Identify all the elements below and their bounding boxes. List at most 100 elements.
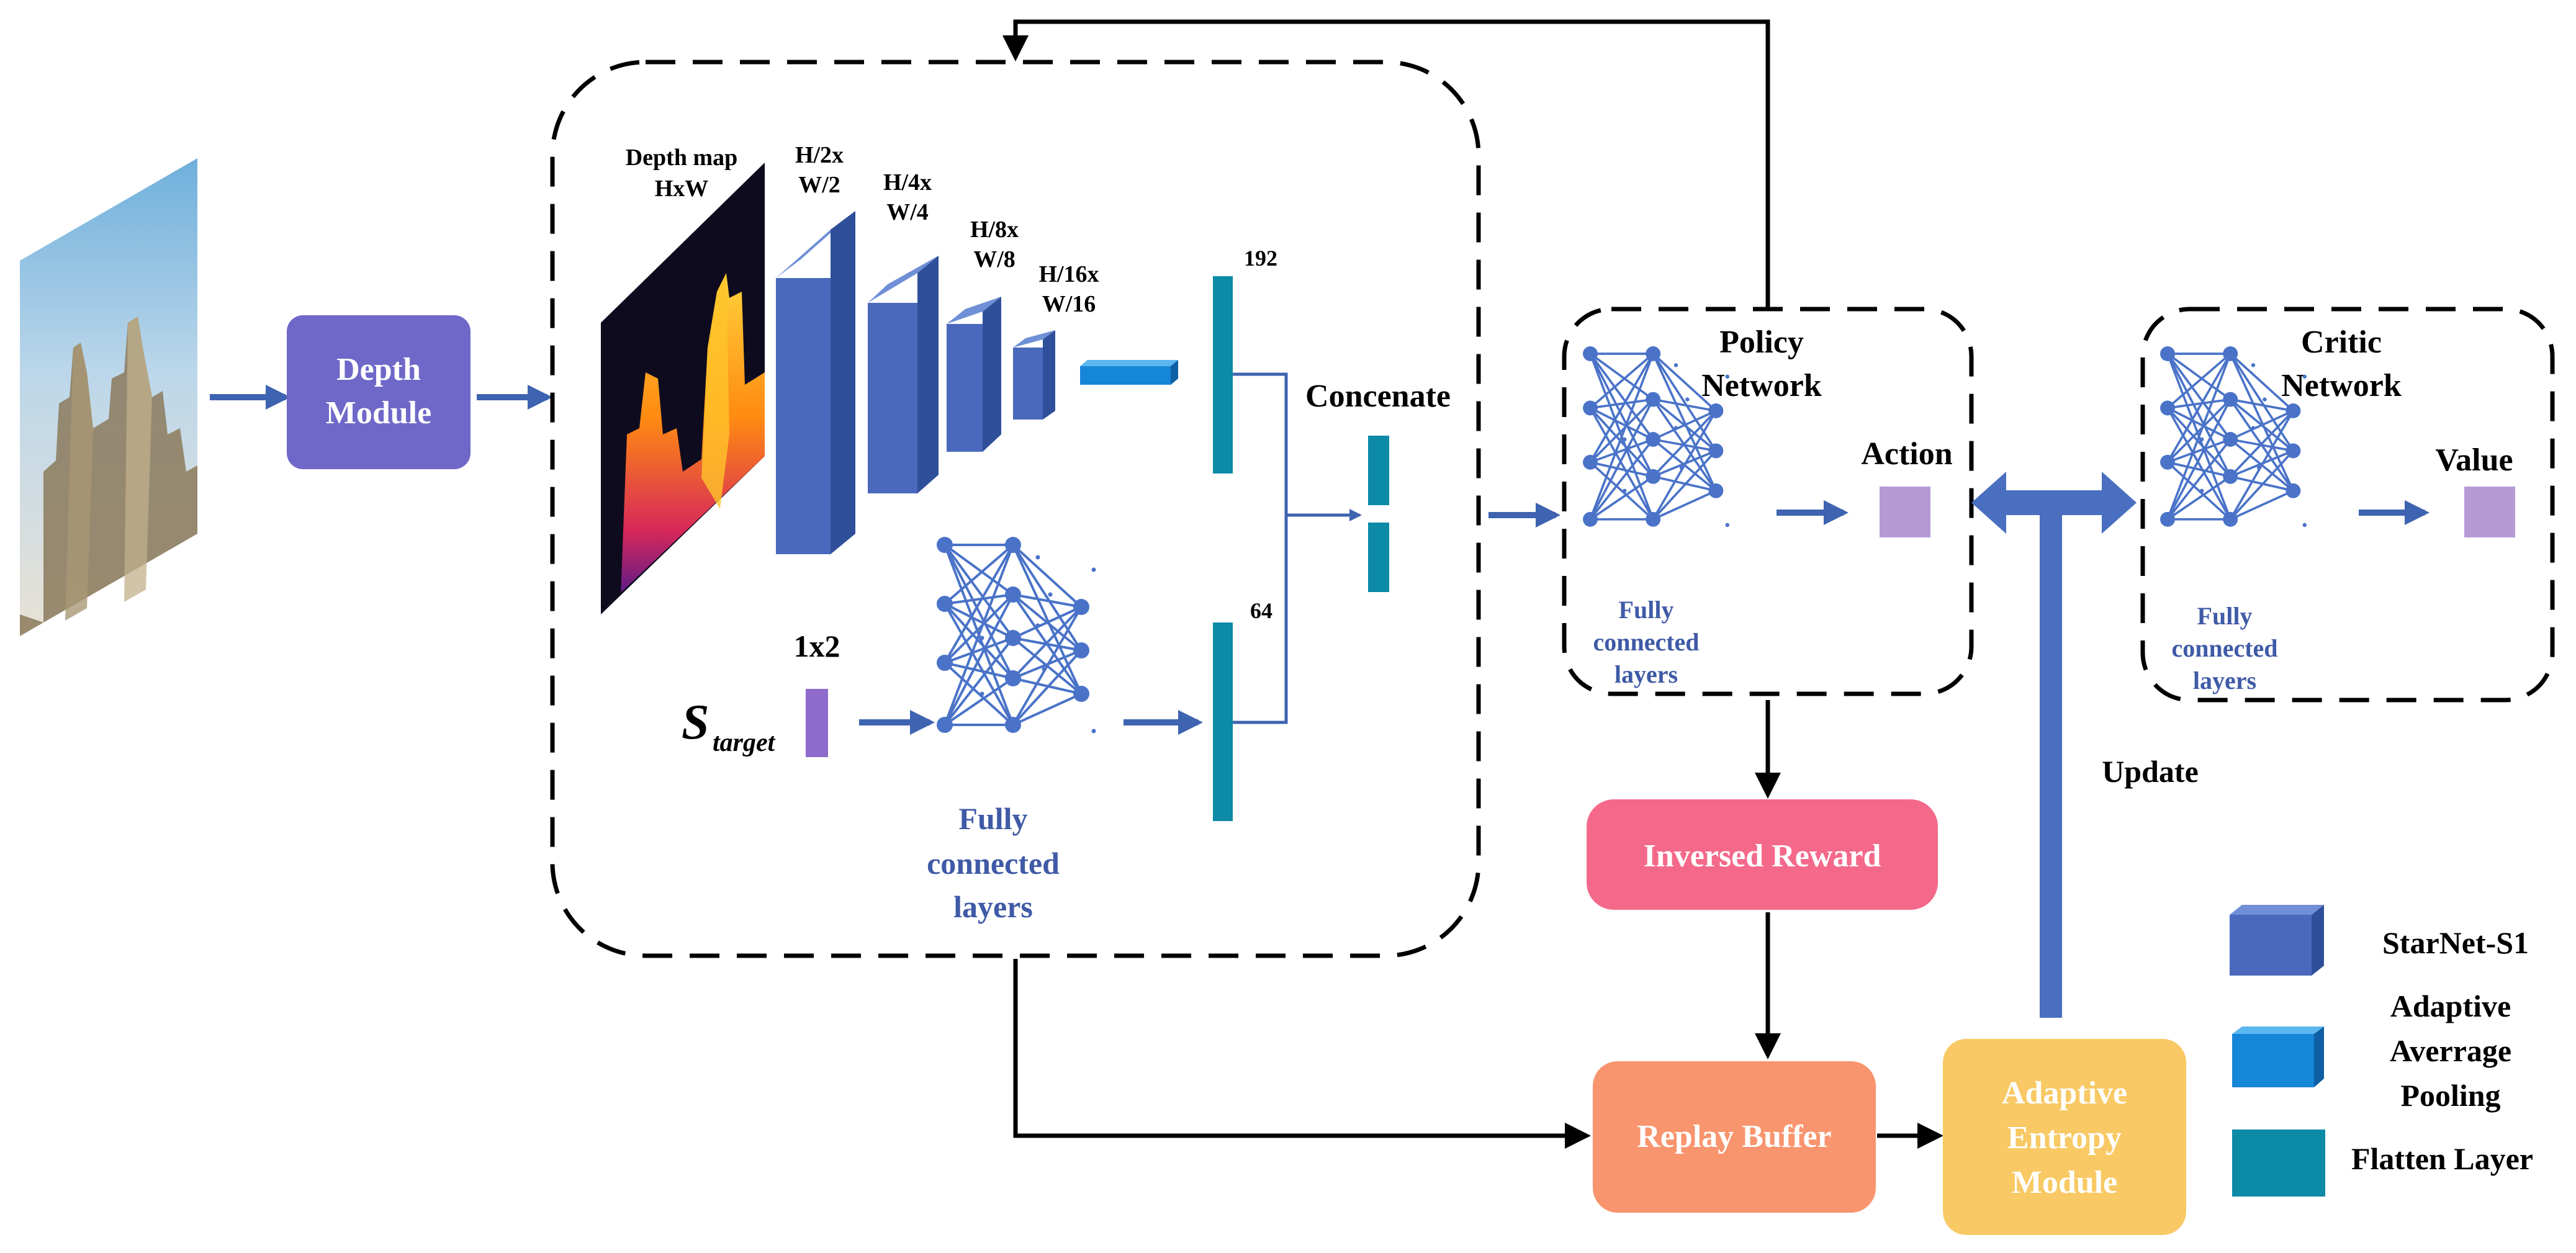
legend-flatten-label: Flatten Layer [2351, 1141, 2533, 1176]
nn-edge [1652, 410, 1717, 478]
nn-dot [2302, 374, 2307, 379]
replay-buffer-label: Replay Buffer [1637, 1119, 1831, 1154]
nn-node [1583, 346, 1598, 361]
policy-title-2: Network [1701, 368, 1822, 403]
depth-module-label-1: Depth [336, 352, 421, 387]
depth-map: Depth map HxW [601, 145, 765, 614]
entropy-label-3: Module [2012, 1165, 2117, 1200]
nn-node [2160, 454, 2175, 470]
flatten-top-dim: 192 [1244, 246, 1277, 271]
critic-title-2: Network [2281, 368, 2402, 403]
legend-starnet-label: StarNet-S1 [2382, 925, 2529, 960]
nn-node [1005, 630, 1021, 646]
nn-edge [1012, 544, 1083, 694]
stage-1-label-2: W/2 [798, 172, 840, 198]
nn-dot [1679, 465, 1684, 470]
nn-edge [943, 637, 1014, 726]
nn-dot [980, 691, 984, 696]
nn-dot [980, 635, 984, 640]
nn-edge [1589, 353, 1654, 409]
nn-node [1005, 670, 1021, 686]
nn-node [2223, 346, 2238, 361]
nn-node [2223, 511, 2238, 527]
nn-edge [2166, 407, 2231, 478]
nn-dot [2199, 437, 2204, 442]
nn-edge [2167, 438, 2231, 464]
nn-edge [1012, 544, 1083, 652]
nn-dot [2263, 397, 2267, 402]
nn-dot [2251, 363, 2256, 367]
encoder-frame [550, 60, 1481, 958]
nn-edge [2166, 353, 2231, 409]
nn-dot [1091, 567, 1096, 572]
nn-edge [1652, 398, 1716, 412]
critic-fc-label-1: Fully [2197, 602, 2253, 630]
legend: StarNet-S1 Adaptive Averrage Pooling Fla… [2230, 905, 2533, 1197]
legend-pooling-label-3: Pooling [2400, 1078, 2500, 1113]
nn-node [937, 717, 953, 733]
target-subscript: target [713, 729, 776, 757]
nn-node [1646, 346, 1661, 361]
adaptive-entropy-box: Adaptive Entropy Module [1943, 1039, 2186, 1235]
stage-2-label-2: W/4 [886, 199, 929, 225]
nn-edge [2167, 398, 2231, 410]
nn-edge [943, 603, 1014, 680]
nn-edge [2166, 475, 2231, 521]
nn-edge [1652, 490, 1717, 521]
value-output [2464, 487, 2515, 537]
nn-edge [1012, 544, 1083, 608]
nn-edge [1590, 398, 1654, 410]
nn-edge [1652, 353, 1718, 492]
critic-title-1: Critic [2301, 325, 2382, 360]
depth-module-label-2: Module [326, 395, 431, 431]
nn-edge [2166, 407, 2231, 520]
nn-node [1005, 537, 1021, 553]
nn-edge [2229, 410, 2294, 478]
nn-edge [943, 603, 1014, 725]
nn-edge [1589, 475, 1654, 521]
critic-fc-network-icon [2160, 346, 2307, 528]
nn-node [1646, 392, 1661, 407]
nn-dot [1048, 592, 1053, 597]
nn-dot [1673, 363, 1678, 367]
nn-edge [1589, 398, 1654, 520]
nn-edge [1012, 606, 1082, 639]
nn-edge [2229, 353, 2294, 412]
legend-pooling-label-2: Averrage [2390, 1033, 2511, 1068]
nn-edge [1012, 606, 1083, 680]
input-image [20, 158, 197, 636]
nn-edge [2166, 398, 2231, 464]
nn-edge [1589, 353, 1654, 477]
nn-edge [2166, 461, 2231, 521]
nn-edge [1589, 438, 1654, 520]
nn-edge [2166, 398, 2231, 520]
nn-node [2223, 469, 2238, 484]
legend-item-starnet: StarNet-S1 [2230, 905, 2529, 976]
policy-fc-network-icon [1583, 346, 1730, 528]
critic-fc-label-2: connected [2171, 634, 2277, 662]
starnet-stage-4: H/16x W/16 [1013, 261, 1099, 420]
nn-node [937, 537, 953, 553]
entropy-label-1: Adaptive [2002, 1076, 2127, 1111]
inversed-reward-label: Inversed Reward [1644, 838, 1881, 874]
nn-node [2160, 346, 2175, 361]
stage-3-label-2: W/8 [973, 246, 1016, 272]
nn-node [2223, 432, 2238, 447]
inversed-reward-box: Inversed Reward [1587, 799, 1938, 910]
nn-edge [944, 637, 1014, 664]
flatten-bottom-dim: 64 [1250, 598, 1272, 623]
nn-edge [943, 593, 1014, 664]
encoder-fc-network-icon [937, 537, 1096, 734]
depth-module: Depth Module [287, 315, 471, 469]
nn-dot [2199, 488, 2204, 493]
nn-dot [1622, 437, 1627, 442]
nn-edge [2229, 353, 2295, 492]
nn-edge [2229, 410, 2294, 520]
encoder-fc-label-2: connected [927, 846, 1060, 881]
legend-item-pooling: Adaptive Averrage Pooling [2232, 989, 2511, 1113]
stage-4-label-1: H/16x [1038, 261, 1099, 287]
nn-dot [1042, 667, 1047, 671]
target-vector [806, 689, 828, 757]
nn-dot [1685, 397, 1690, 402]
nn-edge [943, 544, 1014, 605]
